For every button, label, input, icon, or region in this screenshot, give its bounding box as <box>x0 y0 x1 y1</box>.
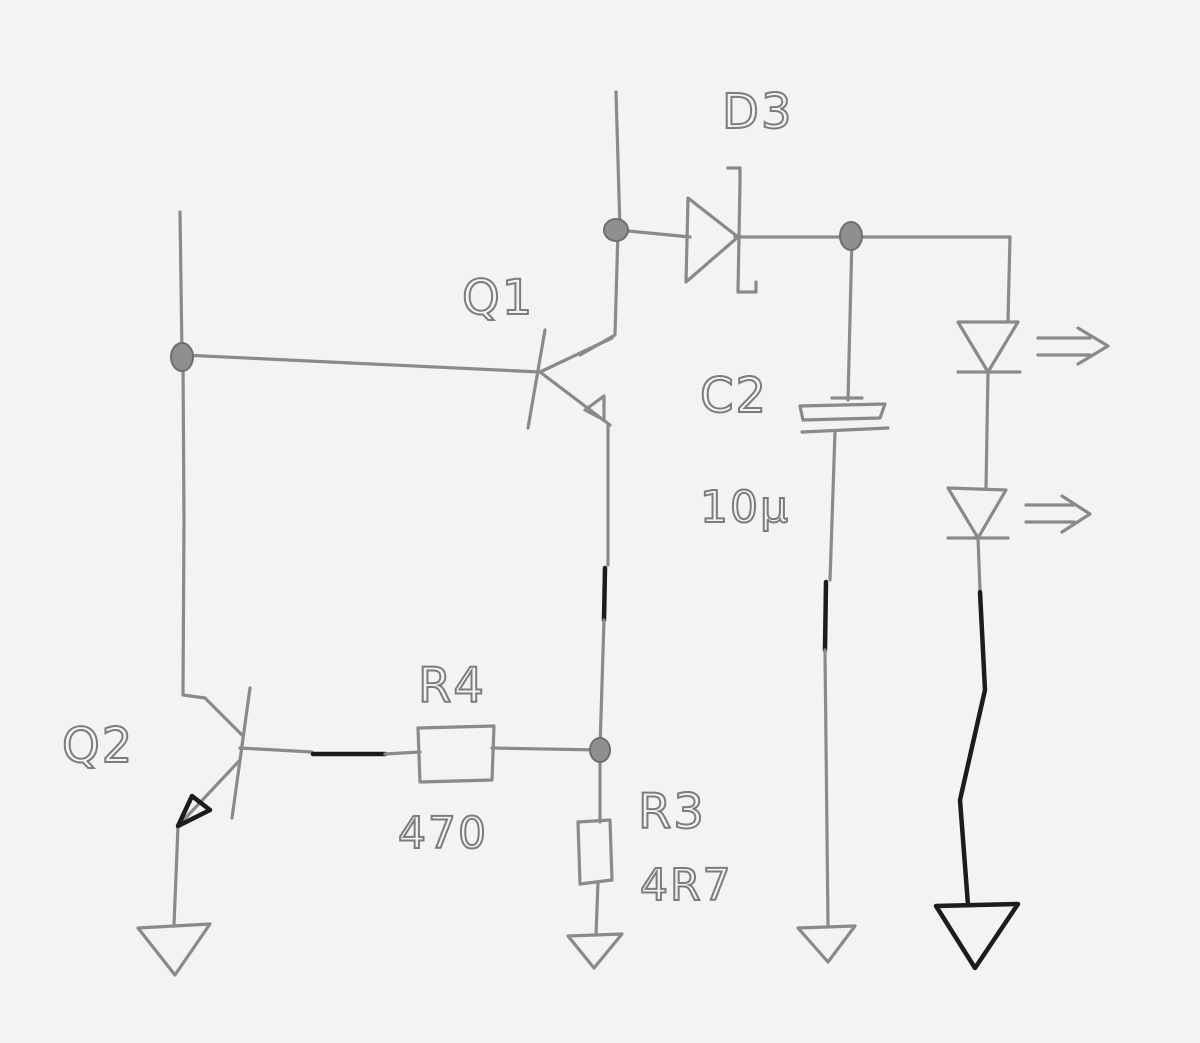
q1-emitter-ink-segment <box>601 565 608 623</box>
d3-triangle <box>684 196 740 284</box>
led-lower <box>946 486 1092 540</box>
r3-ground-wire <box>594 880 600 937</box>
d3-label: D3 <box>722 84 794 140</box>
d3-diode: D3 <box>684 83 794 294</box>
q1-label: Q1 <box>462 270 534 326</box>
r3-value: 4R7 <box>640 860 733 911</box>
q2-transistor: Q2 <box>61 686 252 829</box>
ground-icon-led <box>933 901 1021 971</box>
q1-base-wire <box>181 353 542 374</box>
q1-transistor: Q1 <box>461 269 614 430</box>
d3-zener-bottom <box>736 280 758 294</box>
q1-collector-wire <box>578 228 620 357</box>
q2-base-bar <box>230 686 252 820</box>
q2-collector-wire <box>181 358 207 700</box>
d3-cathode-bar <box>736 180 742 294</box>
d3-zener-top <box>726 166 742 184</box>
c2-ink-segment <box>822 579 829 653</box>
r3-resistor: R3 4R7 <box>576 783 733 912</box>
q2-ground-wire <box>172 824 180 927</box>
ground-icon-r3 <box>566 932 624 970</box>
d3-anode-wire <box>616 228 692 239</box>
c2-plate-bottom <box>800 426 890 434</box>
top-rail-wire <box>614 90 622 232</box>
c2-value: 10µ <box>700 482 790 533</box>
junction-r3 <box>589 737 611 763</box>
led-lower-emission-icon <box>1024 494 1092 534</box>
c2-label: C2 <box>700 368 768 424</box>
r4-resistor: R4 470 <box>397 657 496 860</box>
wires <box>172 90 1012 937</box>
q1-base-bar <box>526 328 547 430</box>
junctions <box>170 218 863 763</box>
c2-capacitor: C2 10µ <box>699 367 890 534</box>
led-middle-wire <box>984 370 990 490</box>
left-rail-wire <box>178 210 185 362</box>
grounds <box>136 901 1021 977</box>
c2-bottom-wire <box>828 430 837 582</box>
c2-ground-wire <box>823 648 830 927</box>
q2-label: Q2 <box>62 718 134 774</box>
junction-top <box>603 218 629 242</box>
r4-body <box>416 724 496 784</box>
q1-emitter-wire-lower <box>598 618 606 750</box>
q1-collector-lead <box>538 336 614 374</box>
c2-plate-top <box>798 402 887 422</box>
led-upper-triangle <box>956 320 1020 374</box>
junction-right <box>839 221 863 251</box>
r4-label: R4 <box>418 658 486 714</box>
q2-emitter-lead <box>176 758 242 828</box>
led-upper-emission-icon <box>1036 326 1110 366</box>
led-feed-wire <box>848 235 1012 322</box>
q2-base-wire <box>238 746 314 754</box>
led-lower-wire <box>976 536 982 592</box>
led-upper <box>956 320 1110 374</box>
q2-emitter-arrow <box>175 793 213 829</box>
c2-top-wire <box>846 235 854 402</box>
r3-body <box>576 818 614 886</box>
led-lower-triangle <box>946 486 1008 540</box>
r4-value: 470 <box>398 808 488 859</box>
r4-left-wire <box>383 750 422 756</box>
junction-left <box>170 342 194 372</box>
r4-right-wire <box>490 746 602 752</box>
ground-icon-q2 <box>136 922 212 977</box>
q2-collector-lead <box>203 696 244 737</box>
q1-emitter-arrow <box>583 394 606 422</box>
ground-icon-c2 <box>796 924 857 964</box>
led-ground-wire <box>957 589 988 908</box>
r3-label: R3 <box>638 784 706 840</box>
